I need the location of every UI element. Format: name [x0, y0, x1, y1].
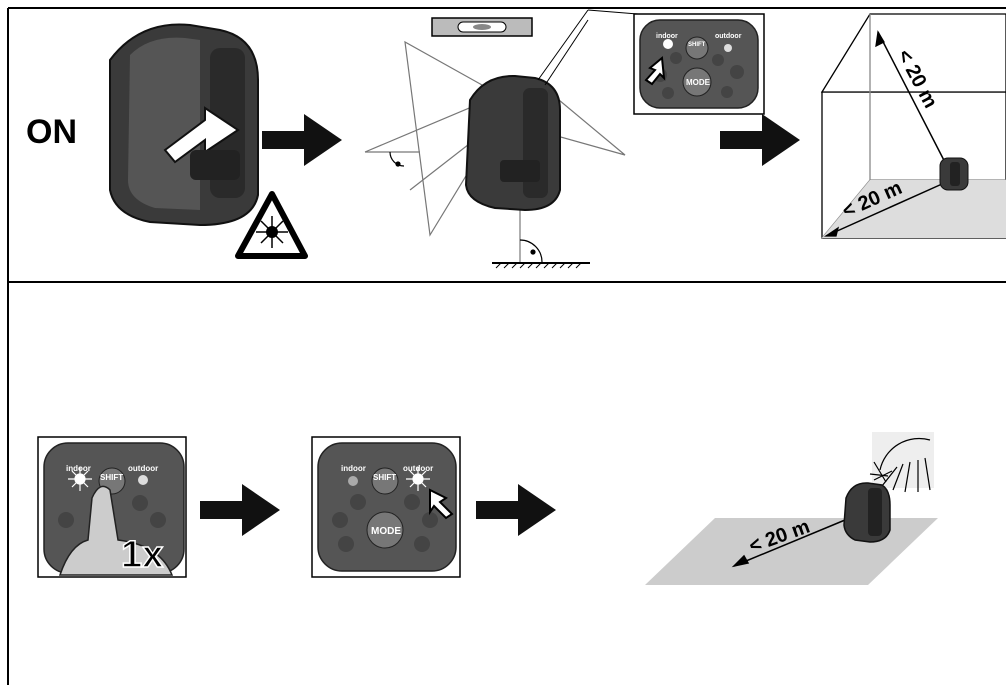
power-button[interactable] [404, 494, 420, 510]
press-count-label: 1x [121, 534, 163, 576]
mode-label: MODE [686, 78, 711, 87]
shift-button[interactable] [685, 36, 709, 60]
outdoor-indicator [138, 475, 148, 485]
laser-warning-icon [235, 191, 308, 259]
plus-button[interactable] [58, 512, 74, 528]
minus-button[interactable] [670, 52, 682, 64]
indoor-indicator-lit [68, 467, 92, 491]
arrow-right-icon [476, 484, 556, 536]
floor-ground [492, 262, 590, 269]
arrow-right-icon [720, 114, 800, 166]
keypad-with-finger: indoor outdoor SHIFT 1x [37, 436, 187, 578]
keypad-inset: indoor outdoor SHIFT MODE [311, 436, 461, 578]
arrow-right-icon [262, 114, 342, 166]
page-frame [7, 7, 1006, 685]
hand-press-icon [58, 485, 174, 576]
shift-label: SHIFT [100, 473, 123, 482]
minus-button[interactable] [350, 494, 366, 510]
cross-button[interactable] [414, 536, 430, 552]
indoor-indicator [348, 476, 358, 486]
vertical-line-button[interactable] [150, 512, 166, 528]
mode-button[interactable] [682, 67, 712, 97]
indoor-label: indoor [341, 464, 366, 473]
outdoor-indicator [724, 44, 732, 52]
room-range-cube [820, 13, 1006, 239]
range-arrow [731, 519, 846, 568]
laser-level-device [939, 157, 969, 191]
outdoor-label: outdoor [715, 33, 742, 40]
cross-button[interactable] [721, 86, 733, 98]
plumb-bubble-level-icon [431, 17, 533, 37]
vertical-line-button[interactable] [730, 65, 744, 79]
horizontal-line-button[interactable] [338, 536, 354, 552]
pointer-arrow-icon [644, 56, 666, 86]
keypad-callout-lines [537, 9, 639, 86]
indoor-label: indoor [66, 464, 91, 473]
shift-label: SHIFT [373, 473, 396, 482]
laser-level-device [843, 482, 891, 543]
laser-level-device [464, 74, 561, 212]
shift-label: SHIFT [688, 42, 706, 48]
indoor-indicator [663, 39, 673, 49]
outdoor-indicator-lit [406, 467, 430, 491]
indoor-label: indoor [656, 33, 678, 40]
arrow-right-icon [200, 484, 280, 536]
keypad-inset: indoor outdoor SHIFT MODE [633, 13, 765, 115]
plus-button[interactable] [332, 512, 348, 528]
power-on-label: ON [26, 113, 77, 151]
power-button[interactable] [132, 495, 148, 511]
shift-button[interactable] [371, 467, 399, 495]
horizontal-line-button[interactable] [662, 87, 674, 99]
right-angle-markers [389, 151, 543, 263]
mode-label: MODE [371, 526, 401, 537]
sun-icon [869, 432, 934, 493]
outdoor-label: outdoor [128, 464, 158, 473]
pointer-arrow-icon [429, 488, 454, 520]
vertical-line-button[interactable] [422, 512, 438, 528]
laser-level-device [109, 23, 259, 227]
mode-button[interactable] [366, 511, 404, 549]
power-button[interactable] [712, 54, 724, 66]
